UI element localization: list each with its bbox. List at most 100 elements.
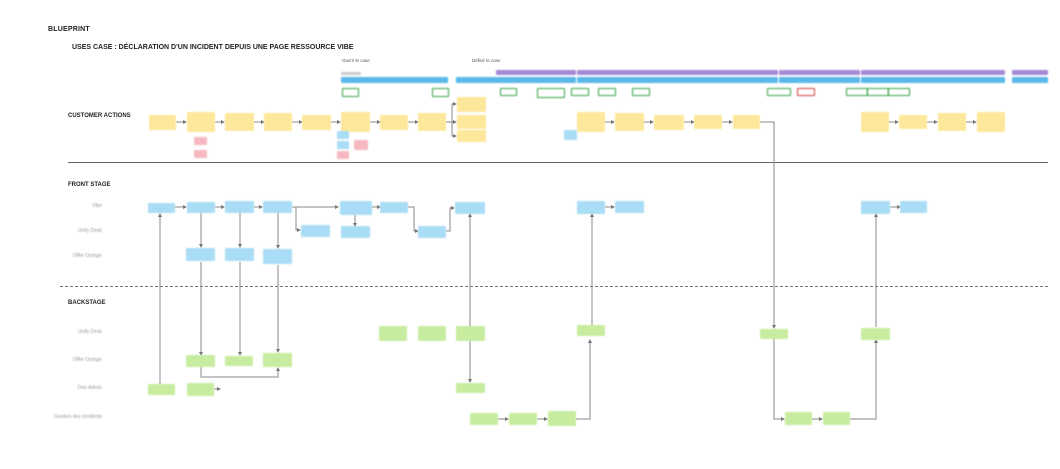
use-case-title: USES CASE : DÉCLARATION D'UN INCIDENT DE… [72, 44, 354, 51]
tag-frame [342, 88, 359, 97]
lane-offre-orange-back: Offre Orange [72, 357, 102, 363]
pain-point [354, 140, 368, 150]
back-step [187, 383, 214, 396]
back-step [456, 383, 485, 393]
phase-bar-open [341, 77, 448, 83]
front-step [148, 203, 175, 213]
customer-step [577, 112, 605, 132]
info-note [337, 131, 349, 139]
phase-bar-purple-5 [1012, 70, 1048, 75]
customer-step [457, 130, 486, 142]
customer-step [341, 112, 370, 132]
back-step [548, 411, 576, 426]
phase-bar-purple-3 [779, 70, 860, 75]
customer-step [654, 115, 684, 130]
separator-line-of-visibility [60, 286, 1048, 287]
front-step [340, 201, 372, 215]
phase-bar-blue-5 [1012, 77, 1048, 83]
front-step [263, 201, 292, 213]
separator-customer-front [68, 162, 1048, 163]
customer-step [380, 115, 408, 130]
front-step [861, 201, 890, 214]
info-note [337, 141, 349, 149]
tag-frame [598, 88, 616, 96]
row-front-stage: FRONT STAGE [68, 182, 111, 188]
back-step [509, 413, 537, 425]
front-step [380, 202, 408, 213]
customer-step [187, 112, 215, 132]
phase-tag-open [341, 72, 361, 75]
customer-step [457, 97, 486, 112]
back-step [148, 384, 175, 395]
front-step [225, 248, 254, 261]
customer-step [264, 113, 292, 131]
phase-bar-purple-2 [577, 70, 778, 75]
customer-step [225, 113, 254, 131]
front-step [615, 201, 644, 213]
front-step [341, 226, 370, 238]
back-step [456, 326, 485, 341]
phase-open-case: Ouvrir le case [342, 58, 370, 63]
back-step [760, 329, 788, 339]
front-step [900, 201, 927, 213]
front-step [418, 226, 446, 238]
phase-bar-blue-3 [779, 77, 860, 83]
customer-step [418, 113, 446, 131]
tag-frame [632, 88, 650, 96]
back-step [785, 412, 812, 425]
phase-bar-purple-1 [496, 70, 576, 75]
front-step [225, 201, 254, 213]
back-step [470, 413, 498, 425]
back-step [225, 356, 253, 366]
phase-bar-purple-4 [861, 70, 1005, 75]
customer-step [861, 112, 889, 132]
customer-step [615, 113, 644, 131]
pain-point [194, 137, 207, 145]
customer-step [149, 115, 176, 130]
customer-step [302, 115, 331, 130]
customer-step [733, 115, 760, 129]
lane-gestion-incidents: Gestion des incidents [54, 414, 102, 420]
back-step [418, 326, 446, 341]
tag-frame [571, 88, 589, 96]
back-step [263, 353, 292, 367]
lane-one-admin: One Admin [77, 385, 102, 391]
blueprint-title: BLUEPRINT [48, 26, 90, 33]
front-step [186, 248, 215, 261]
lane-unify-desk-back: Unify Desk [77, 329, 102, 335]
front-step [187, 202, 215, 213]
pain-point [337, 151, 349, 159]
tag-frame [500, 88, 517, 96]
back-step [577, 325, 605, 336]
customer-step [457, 115, 486, 129]
front-step [301, 225, 330, 237]
back-step [186, 355, 215, 367]
customer-step [938, 113, 966, 131]
phase-bar-blue-4 [861, 77, 1005, 83]
phase-define-case: Définir le case [472, 58, 501, 63]
tag-frame [537, 88, 565, 98]
back-step [379, 326, 407, 341]
customer-step [977, 112, 1005, 132]
back-step [823, 412, 850, 425]
front-step [455, 202, 485, 214]
phase-bar-blue-1 [456, 77, 576, 83]
tag-frame [432, 88, 449, 97]
info-note [564, 130, 577, 140]
row-customer-actions: CUSTOMER ACTIONS [68, 113, 131, 119]
phase-bar-blue-2 [577, 77, 778, 83]
back-step [861, 328, 890, 340]
row-backstage: BACKSTAGE [68, 300, 106, 306]
front-step [577, 201, 605, 214]
pain-point [194, 150, 207, 158]
lane-offre-orange-front: Offre Orange [72, 253, 102, 259]
tag-frame [767, 88, 791, 96]
tag-frame [888, 88, 910, 96]
front-step [263, 249, 292, 264]
tag-frame-red [797, 88, 815, 96]
customer-step [694, 115, 722, 129]
customer-step [899, 115, 927, 129]
lane-vibe: Vibe [92, 203, 102, 209]
lane-unify-desk-front: Unify Desk [77, 228, 102, 234]
